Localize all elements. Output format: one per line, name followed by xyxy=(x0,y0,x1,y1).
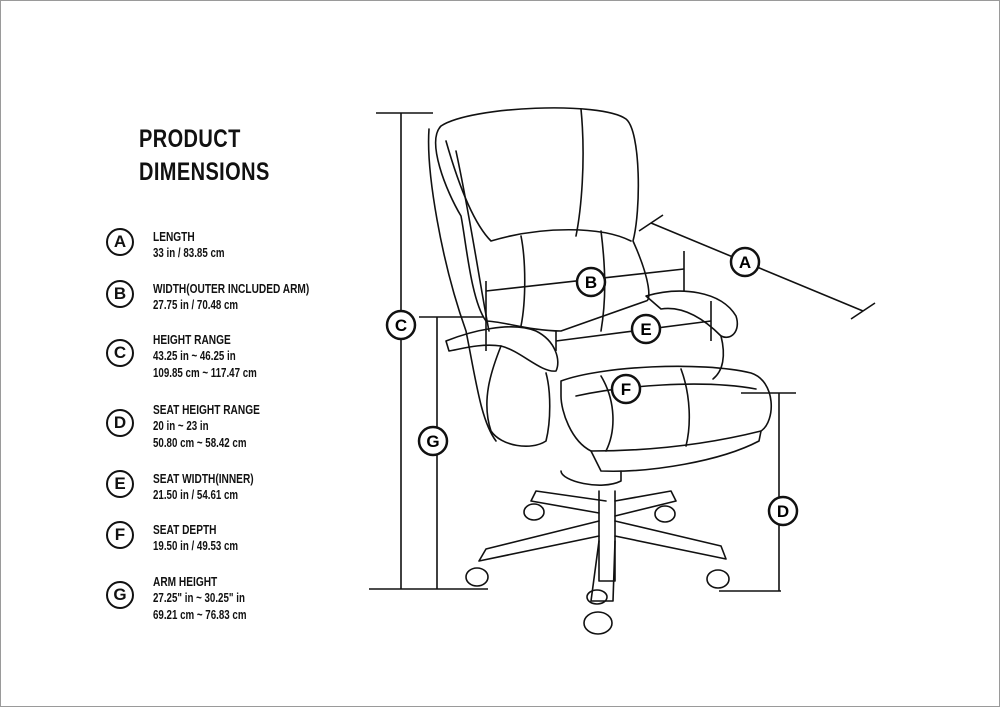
svg-text:D: D xyxy=(777,502,789,521)
label-circle-d: D xyxy=(106,409,134,437)
dimension-name: SEAT HEIGHT RANGE xyxy=(153,402,260,417)
legend-item-seat-height-range: D SEAT HEIGHT RANGE 20 in ~ 23 in 50.80 cm… xyxy=(106,401,290,452)
label-circle-b: B xyxy=(106,280,134,308)
page-title: PRODUCT DIMENSIONS xyxy=(139,123,270,189)
dimension-name: LENGTH xyxy=(153,229,195,244)
legend-item-length: A LENGTH 33 in / 83.85 cm xyxy=(106,228,245,262)
legend-item-height-range: C HEIGHT RANGE 43.25 in ~ 46.25 in 109.85 … xyxy=(106,331,286,382)
dimension-name: SEAT WIDTH(INNER) xyxy=(153,471,254,486)
dimension-value: 27.25" in ~ 30.25" in xyxy=(153,591,245,605)
dimension-value: 21.50 in / 54.61 cm xyxy=(153,488,239,502)
diagram-label-g: G xyxy=(417,425,449,457)
svg-text:G: G xyxy=(426,432,439,451)
dimension-name: WIDTH(OUTER INCLUDED ARM) xyxy=(153,281,310,296)
dimension-name: SEAT DEPTH xyxy=(153,522,217,537)
diagram-labels: A B C D E F G xyxy=(385,246,799,527)
dimension-value: 69.21 cm ~ 76.83 cm xyxy=(153,608,247,622)
dimension-value: 43.25 in ~ 46.25 in xyxy=(153,349,236,363)
label-circle-a: A xyxy=(106,228,134,256)
dimension-name: HEIGHT RANGE xyxy=(153,332,231,347)
diagram-label-b: B xyxy=(575,266,607,298)
diagram-label-a: A xyxy=(729,246,761,278)
dimension-value: 20 in ~ 23 in xyxy=(153,419,209,433)
label-circle-e: E xyxy=(106,470,134,498)
dimension-value: 33 in / 83.85 cm xyxy=(153,246,225,260)
title-line-2: DIMENSIONS xyxy=(139,158,270,186)
label-circle-g: G xyxy=(106,581,134,609)
svg-text:C: C xyxy=(395,316,407,335)
svg-text:B: B xyxy=(585,273,597,292)
label-circle-c: C xyxy=(106,339,134,367)
dimension-value: 50.80 cm ~ 58.42 cm xyxy=(153,436,247,450)
title-line-1: PRODUCT xyxy=(139,125,241,153)
dimension-value: 19.50 in / 49.53 cm xyxy=(153,539,239,553)
legend-item-arm-height: G ARM HEIGHT 27.25" in ~ 30.25" in 69.21 c… xyxy=(106,573,273,624)
diagram-label-c: C xyxy=(385,309,417,341)
office-chair-drawing xyxy=(427,107,772,635)
svg-text:A: A xyxy=(739,253,751,272)
dimension-value: 27.75 in / 70.48 cm xyxy=(153,298,239,312)
dimension-value: 109.85 cm ~ 117.47 cm xyxy=(153,366,257,380)
svg-text:E: E xyxy=(640,320,651,339)
legend-item-seat-depth: F SEAT DEPTH 19.50 in / 49.53 cm xyxy=(106,521,262,555)
dimension-name: ARM HEIGHT xyxy=(153,574,218,589)
diagram-label-e: E xyxy=(630,313,662,345)
label-circle-f: F xyxy=(106,521,134,549)
legend-item-seat-width: E SEAT WIDTH(INNER) 21.50 in / 54.61 cm xyxy=(106,470,282,504)
diagram-label-d: D xyxy=(767,495,799,527)
diagram-label-f: F xyxy=(610,373,642,405)
svg-text:F: F xyxy=(621,380,631,399)
legend-item-width: B WIDTH(OUTER INCLUDED ARM) 27.75 in / 70… xyxy=(106,280,353,314)
